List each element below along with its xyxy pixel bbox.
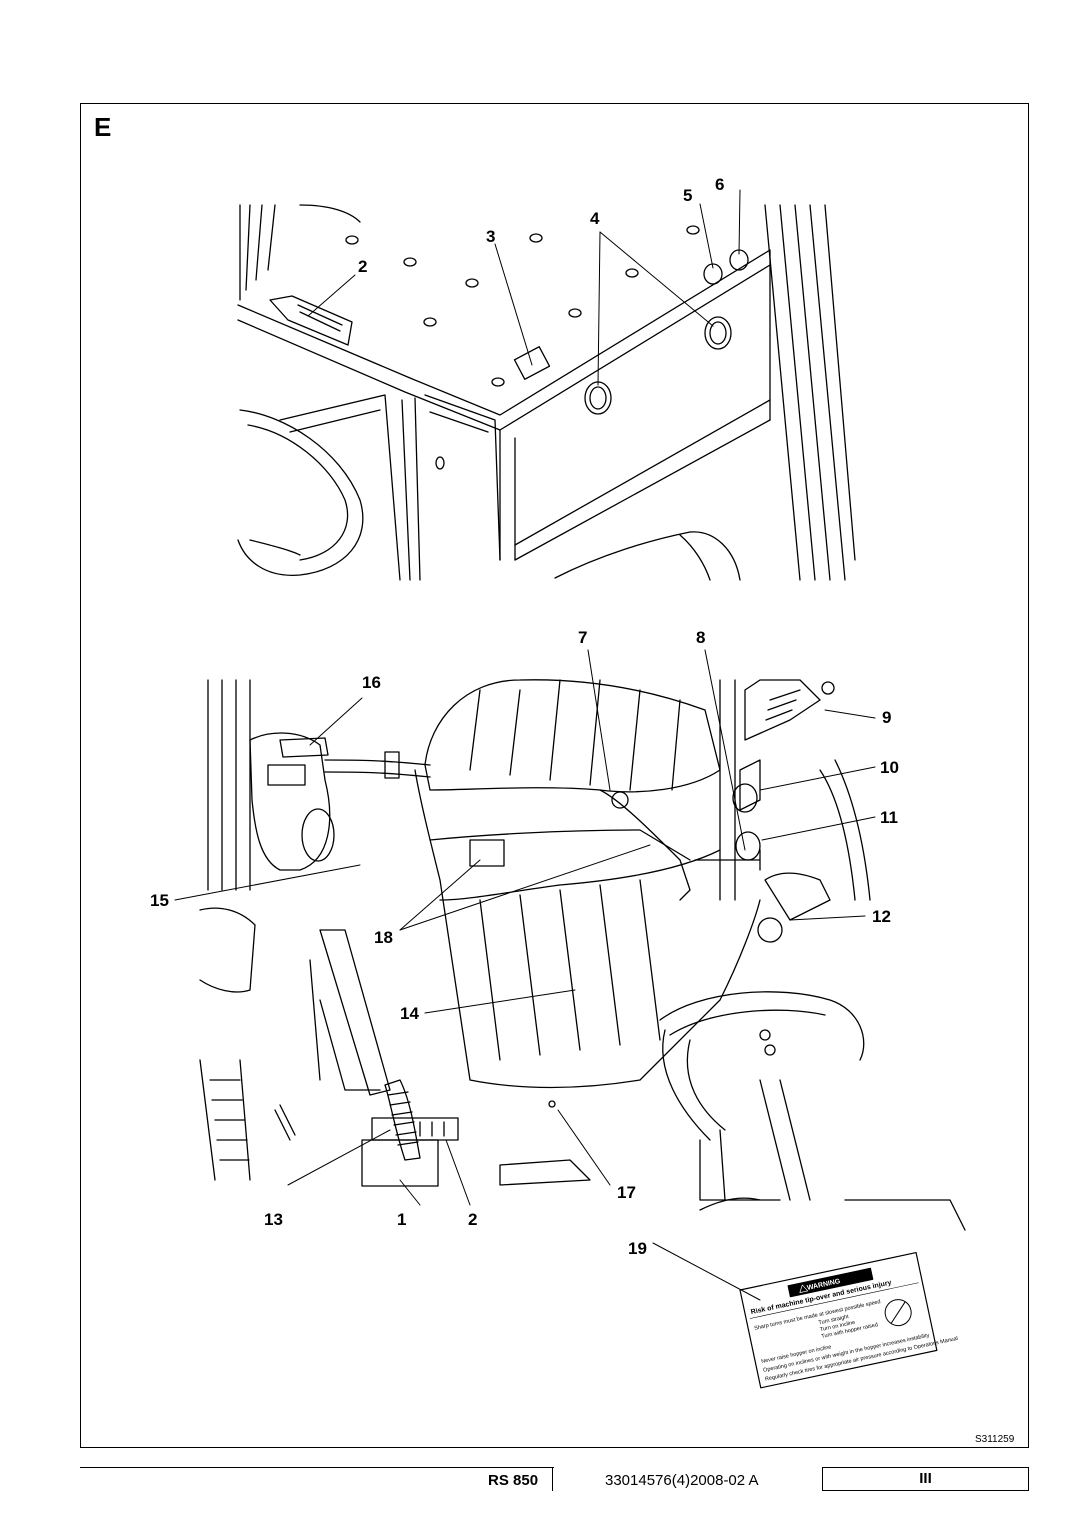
callout-3: 3 — [486, 227, 495, 246]
cab-floor-illustration — [199, 679, 966, 1231]
callout-2-bottom: 2 — [468, 1210, 477, 1229]
footer-page-number: III — [822, 1467, 1029, 1491]
footer-model: RS 850 — [488, 1472, 539, 1489]
callout-numbers: 1 2 2 3 4 5 6 7 8 9 10 11 12 13 14 15 16… — [150, 175, 899, 1258]
footer-separator — [552, 1467, 553, 1491]
callout-17: 17 — [617, 1183, 636, 1202]
callout-5: 5 — [683, 186, 692, 205]
callout-1: 1 — [397, 1210, 406, 1229]
callout-2-top: 2 — [358, 257, 367, 276]
callout-14: 14 — [400, 1004, 419, 1023]
cab-ceiling-illustration — [237, 204, 856, 581]
callout-19: 19 — [628, 1239, 647, 1258]
callout-12: 12 — [872, 907, 891, 926]
callout-9: 9 — [882, 708, 891, 727]
section-letter: E — [94, 112, 112, 142]
callout-4: 4 — [590, 209, 600, 228]
footer-rule — [80, 1467, 554, 1468]
page-footer: RS 850 33014576(4)2008-02 A III — [80, 1467, 1029, 1491]
callout-8: 8 — [696, 628, 705, 647]
footer-document-number: 33014576(4)2008-02 A — [605, 1472, 759, 1489]
callout-15: 15 — [150, 891, 169, 910]
callout-13: 13 — [264, 1210, 283, 1229]
figure-code: S311259 — [975, 1434, 1015, 1445]
callout-18: 18 — [374, 928, 393, 947]
leader-lines — [174, 189, 876, 1301]
decal-line-4: Regularly check tires for appropriate ai… — [765, 1336, 959, 1383]
callout-7: 7 — [578, 628, 587, 647]
callout-6: 6 — [715, 175, 724, 194]
figure-frame — [80, 103, 1029, 1448]
warning-decal: WARNING Risk of machine tip-over and ser… — [739, 1251, 959, 1389]
callout-10: 10 — [880, 758, 899, 777]
callout-16: 16 — [362, 673, 381, 692]
callout-11: 11 — [880, 808, 898, 827]
